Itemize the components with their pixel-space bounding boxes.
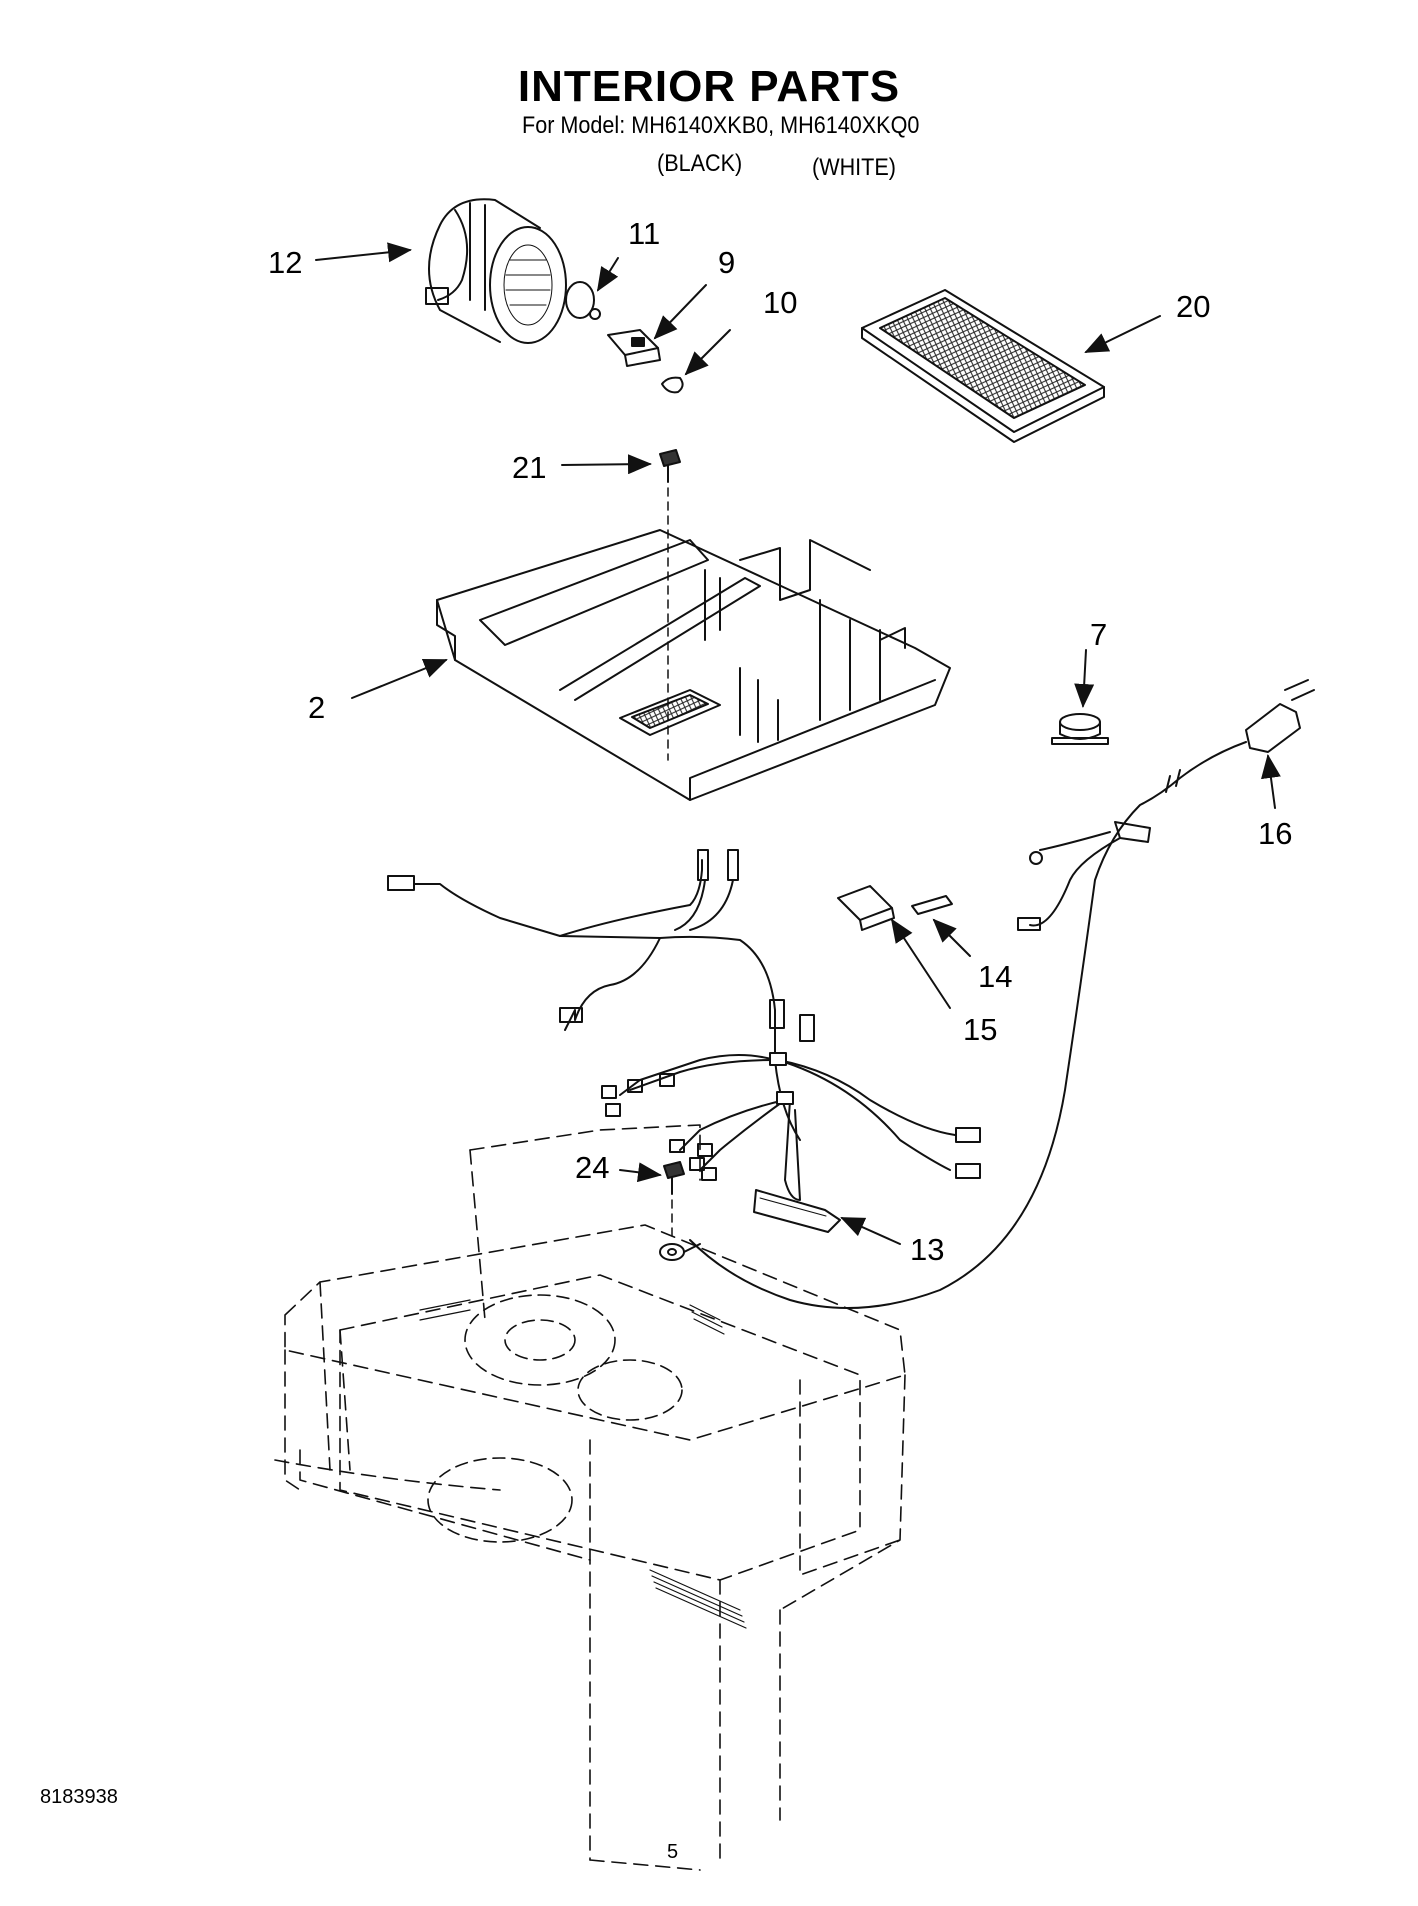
callout-12: 12 [268, 245, 303, 280]
clip-part [565, 281, 601, 320]
callout-15: 15 [963, 1012, 998, 1047]
callout-9: 9 [718, 245, 736, 280]
duct-part [436, 529, 951, 801]
page-title: INTERIOR PARTS [517, 62, 901, 111]
callout-14: 14 [978, 959, 1013, 994]
turntable-outline [427, 1294, 683, 1543]
cabinet-outline [274, 1124, 906, 1871]
cabinet-vents [419, 1299, 747, 1629]
callout-21: 21 [512, 450, 547, 485]
wiring-harness-part [387, 849, 981, 1233]
blower-motor-part [425, 198, 567, 344]
socket-part [607, 329, 661, 367]
callout-16: 16 [1258, 816, 1293, 851]
callout-10: 10 [763, 285, 798, 320]
page-number: 5 [667, 1841, 679, 1863]
callout-7: 7 [1090, 617, 1108, 652]
callout-20: 20 [1176, 289, 1211, 324]
fuse-holder-part [837, 885, 895, 931]
callout-11: 11 [628, 216, 661, 251]
bulb-part [661, 376, 684, 394]
callout-2: 2 [308, 690, 326, 725]
ground-screw-part [659, 1161, 701, 1261]
model-line: For Model: MH6140XKB0, MH6140XKQ0 [522, 112, 920, 139]
filter-part [861, 289, 1105, 443]
thermostat-part [1051, 713, 1109, 745]
callout-arrows [315, 242, 1281, 1245]
callout-24: 24 [575, 1150, 610, 1185]
fuse-part [911, 895, 953, 915]
color-black-label: (BLACK) [657, 150, 743, 177]
power-cord-part [689, 679, 1315, 1309]
color-white-label: (WHITE) [812, 154, 896, 181]
callout-13: 13 [910, 1232, 945, 1267]
document-number: 8183938 [40, 1786, 118, 1808]
